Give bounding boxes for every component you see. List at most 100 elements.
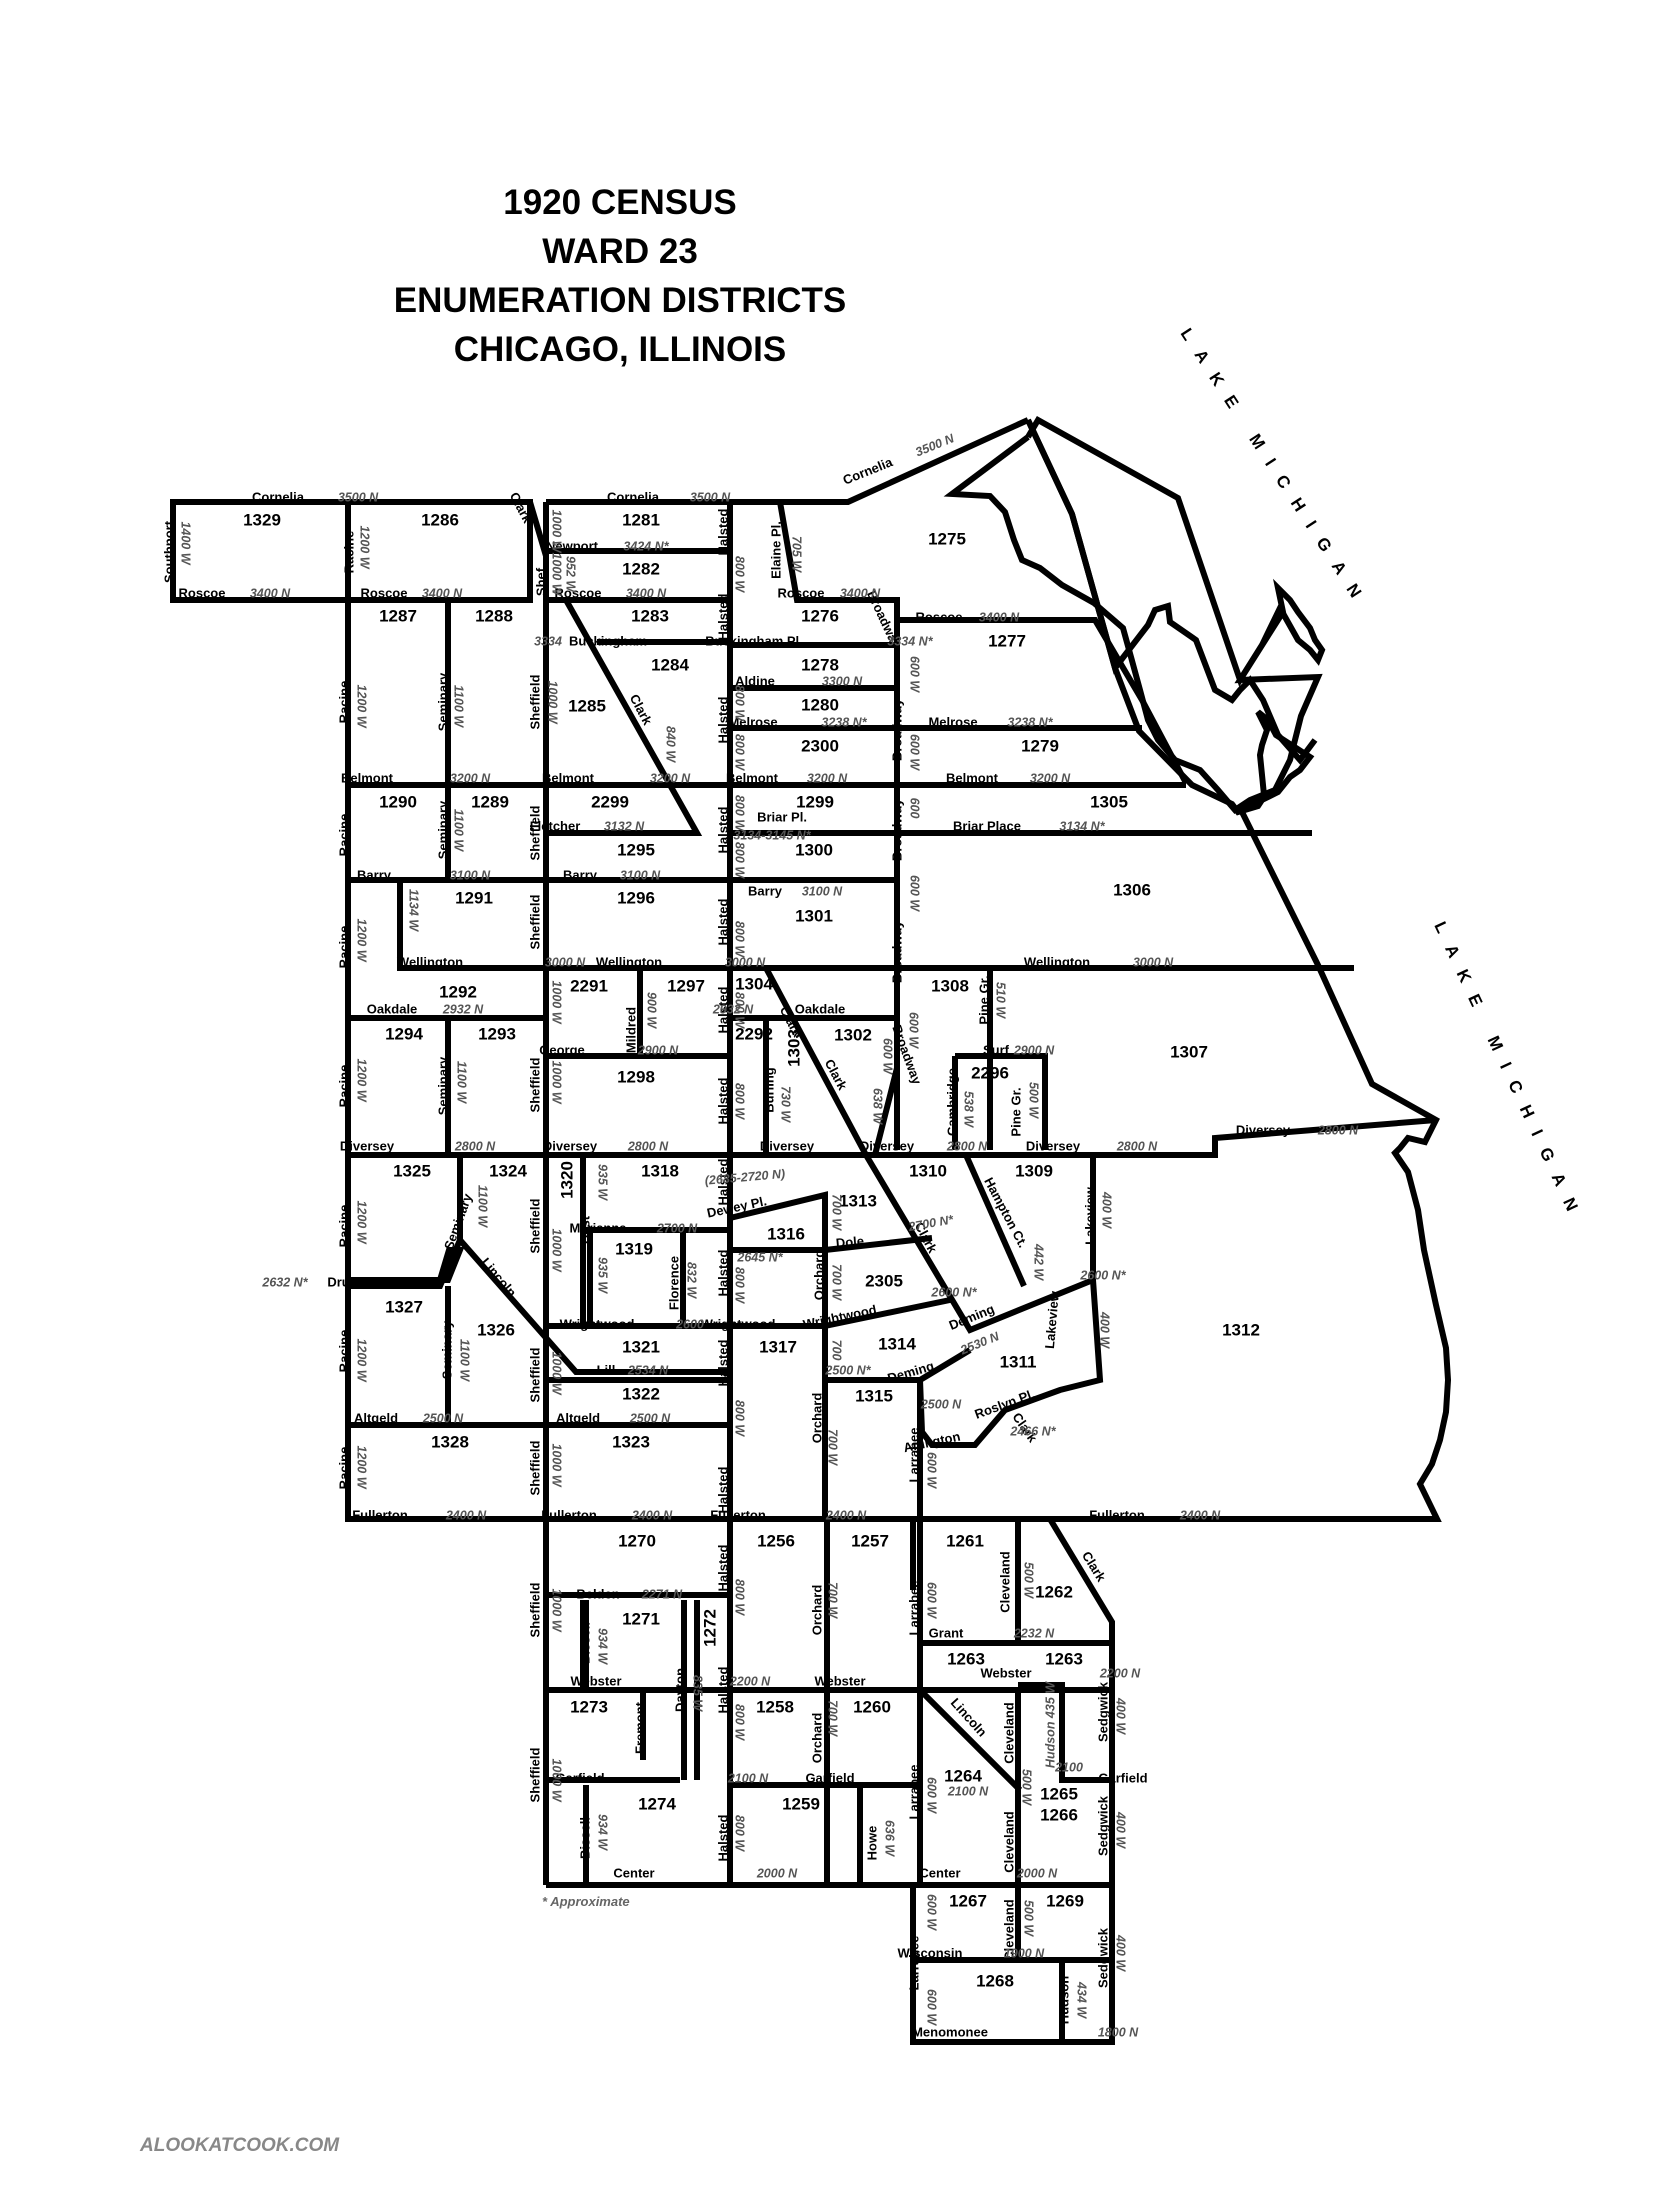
- address-label: 3000 N: [545, 955, 586, 969]
- district-1264: 1264: [944, 1766, 982, 1785]
- street-label: Broadway: [889, 698, 904, 761]
- address-label: 2232 N: [1013, 1626, 1055, 1640]
- street-label: Fullerton: [541, 1507, 597, 1522]
- address-label: 3334: [534, 634, 562, 648]
- street-label: Halsted: [715, 1814, 730, 1861]
- address-label: 638 W: [871, 1088, 885, 1125]
- address-label: 935 W: [596, 1257, 610, 1294]
- address-label: 2534 N: [627, 1363, 669, 1377]
- street-label: Seminary: [435, 1056, 450, 1115]
- address-label: 600 W: [925, 1582, 939, 1619]
- street-label: Orchard: [809, 1713, 824, 1764]
- address-label: 600 W: [908, 875, 922, 912]
- street-label: Sheffield: [527, 1440, 542, 1495]
- address-label: 700 W: [826, 1582, 840, 1619]
- street-label: Best: [577, 1215, 592, 1244]
- district-1321: 1321: [622, 1337, 660, 1356]
- street-label: Racine: [336, 1447, 351, 1490]
- address-label: 2100: [1054, 1760, 1083, 1774]
- street-label: Aldine: [735, 673, 775, 688]
- lake-shoreline: [943, 415, 1326, 814]
- street-label: Cleveland: [997, 1551, 1012, 1612]
- street-label: Belmont: [341, 770, 394, 785]
- address-label: 400 W: [1098, 1311, 1112, 1349]
- address-label: 1000 W: [550, 1443, 564, 1487]
- district-1288: 1288: [475, 606, 513, 625]
- address-label: 600: [908, 798, 922, 819]
- street-label: Cleveland: [1001, 1811, 1016, 1872]
- address-label: 832 W: [685, 1262, 699, 1299]
- address-label: 3100 N: [620, 868, 661, 882]
- district-2305: 2305: [865, 1271, 903, 1290]
- address-label: 700 W: [830, 1264, 844, 1301]
- address-label: 600 W: [881, 1038, 895, 1075]
- lake-label-south: LAKE MICHIGAN: [1430, 919, 1588, 1228]
- district-1266: 1266: [1040, 1805, 1078, 1824]
- street-label: Grant: [929, 1625, 964, 1640]
- address-label: 935 W: [596, 1164, 610, 1201]
- district-1269: 1269: [1046, 1891, 1084, 1910]
- district-1320: 1320: [557, 1161, 576, 1199]
- address-label: 1000 W: [550, 1228, 564, 1272]
- street-label: Hudson: [1056, 1976, 1071, 2024]
- street-label: Burling: [761, 1067, 776, 1113]
- district-1268: 1268: [976, 1971, 1014, 1990]
- street-label: Broadway: [889, 798, 904, 861]
- street-label: Larrabee: [906, 1428, 921, 1483]
- district-1295: 1295: [617, 840, 655, 859]
- address-label: 952 W: [564, 556, 578, 593]
- title-line-2: WARD 23: [542, 232, 698, 271]
- street-label: Lill: [597, 1362, 616, 1377]
- street-label: Bissell: [577, 1622, 592, 1664]
- street-label: Dole: [835, 1233, 864, 1250]
- address-label: 3200 N: [1030, 771, 1071, 785]
- street-label: Wrightwood: [701, 1316, 776, 1331]
- address-label: 1100 W: [452, 809, 466, 852]
- street-label: Roscoe: [361, 585, 408, 600]
- map-title: 1920 CENSUS WARD 23 ENUMERATION DISTRICT…: [300, 178, 940, 374]
- district-1300: 1300: [795, 840, 833, 859]
- street-label: Seminary: [441, 1191, 475, 1252]
- street-label: Lakeview: [1042, 1290, 1062, 1350]
- district-1326: 1326: [477, 1320, 515, 1339]
- street-label: Shef: [533, 567, 548, 596]
- street-label: Cornelia: [607, 489, 660, 504]
- district-1297: 1297: [667, 976, 705, 995]
- address-label: 800 W: [733, 1083, 747, 1120]
- district-1296: 1296: [617, 888, 655, 907]
- street-label: Melrose: [728, 714, 777, 729]
- address-label: 1100 W: [476, 1185, 490, 1228]
- east-boundary: [1025, 418, 1452, 1522]
- address-label: 3500 N: [690, 490, 731, 504]
- address-label: 835 W: [691, 1675, 705, 1712]
- street-label: Belmont: [946, 770, 999, 785]
- district-1316: 1316: [767, 1224, 805, 1243]
- district-1290: 1290: [379, 792, 417, 811]
- address-label: 1000 W: [550, 980, 564, 1024]
- address-label: 600 W: [925, 1777, 939, 1814]
- street-label: Drummond: [327, 1274, 396, 1289]
- address-label: 2800 N: [627, 1139, 669, 1153]
- address-label: 2400 N: [1179, 1508, 1221, 1522]
- street-label: Racine: [336, 681, 351, 724]
- street-label: Racine: [336, 1205, 351, 1248]
- address-label: 730 W: [779, 1086, 793, 1123]
- address-label: 800 W: [733, 556, 747, 593]
- address-label: 934 W: [596, 1628, 610, 1665]
- street-label: Halsted: [715, 806, 730, 853]
- address-label: 600 W: [908, 734, 922, 771]
- address-label: 700 W: [826, 1429, 840, 1466]
- address-label: 600 W: [907, 1012, 921, 1049]
- street-label: Belden: [576, 1586, 619, 1601]
- district-2291: 2291: [570, 976, 608, 995]
- address-label: 800 W: [733, 1267, 747, 1304]
- district-1310: 1310: [909, 1161, 947, 1180]
- street-label: Diversey: [860, 1138, 915, 1153]
- address-label: 636 W: [883, 1820, 897, 1857]
- district-2300: 2300: [801, 736, 839, 755]
- district-2292: 2292: [735, 1024, 773, 1043]
- address-label: 2632 N*: [261, 1275, 308, 1289]
- street-label: Racine: [336, 1065, 351, 1108]
- district-1306: 1306: [1113, 880, 1151, 899]
